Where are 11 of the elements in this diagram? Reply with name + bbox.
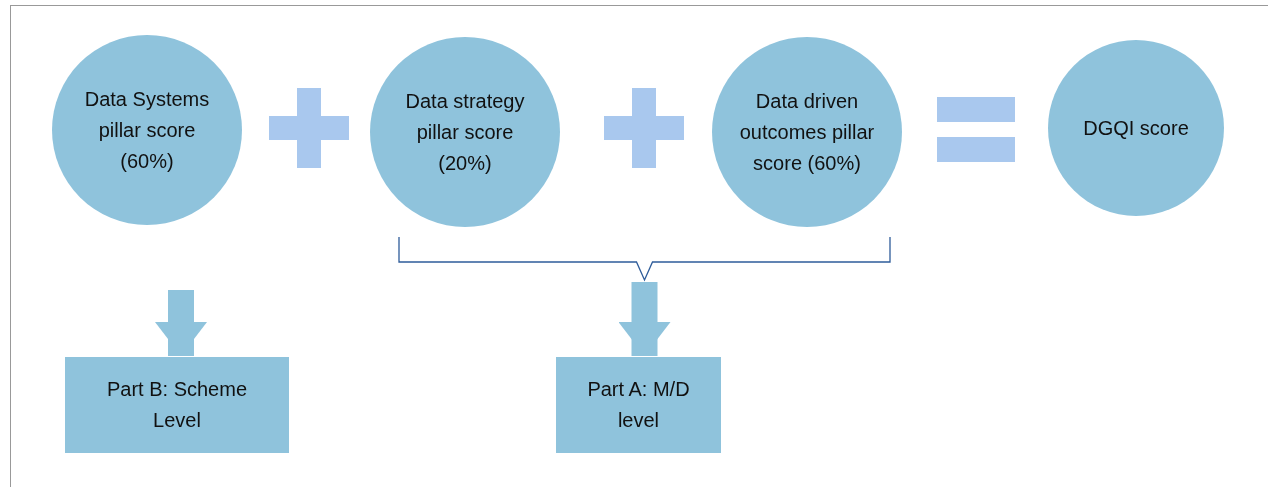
node-label: DGQI score: [1083, 115, 1189, 141]
down-arrow: [618, 282, 671, 356]
part-box: [556, 357, 721, 453]
part-box: [65, 357, 289, 453]
down-arrow: [155, 290, 207, 356]
node-label: Part A: M/D level: [586, 377, 691, 433]
bracket: [398, 237, 891, 281]
node-label: Data strategy pillar score (20%): [404, 88, 526, 176]
node-label: Data driven outcomes pillar score (60%): [738, 88, 876, 176]
node-label: Part B: Scheme Level: [105, 377, 249, 433]
node-label: Data Systems pillar score (60%): [83, 86, 211, 174]
